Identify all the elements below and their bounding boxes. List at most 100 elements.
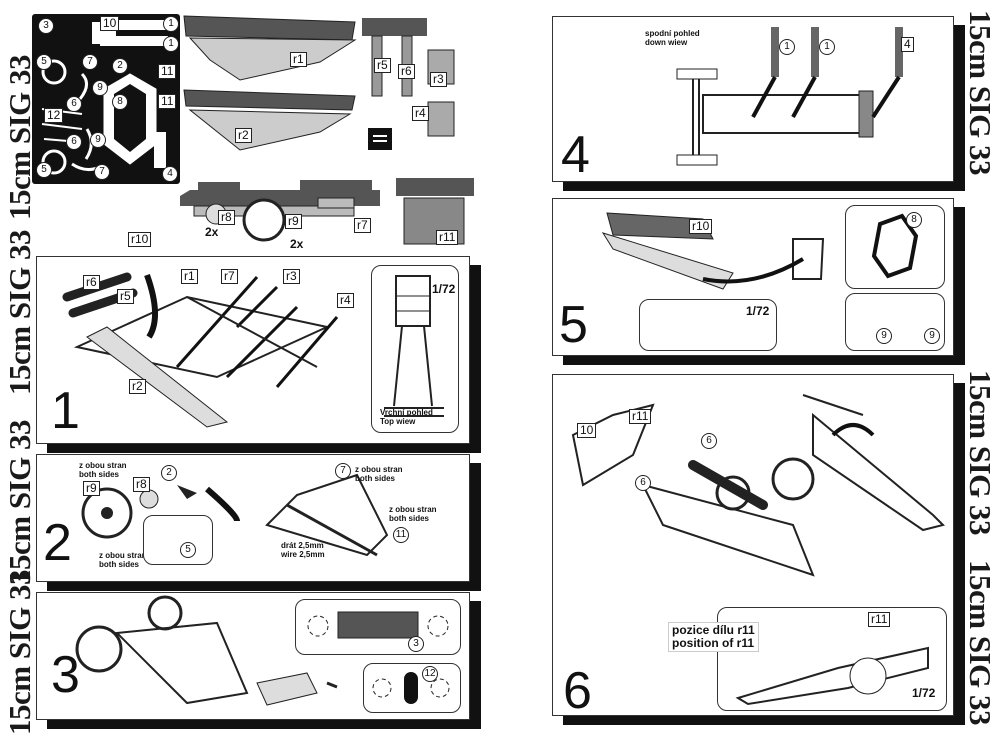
part-label-12: 12 [44, 108, 64, 123]
part-label-8: 8 [112, 94, 128, 110]
step1-r4: r4 [337, 293, 354, 308]
step6-part-6a: 6 [701, 433, 717, 449]
inset-top-drawing [307, 611, 449, 639]
side-title-left-2: 15cm SIG 33 [2, 230, 37, 395]
step1-r2: r2 [129, 379, 146, 394]
step-1-top-view-inset: 1/72 Vrchní pohled Top wiew [371, 265, 459, 433]
step5-part-9b: 9 [924, 328, 940, 344]
step-3-inset-bottom: 12 [363, 663, 461, 713]
part-label-9b: 9 [90, 132, 106, 148]
inset-r11: r11 [868, 612, 891, 627]
part-r1: r1 [290, 52, 307, 67]
step-1-panel: r6 r5 r1 r7 r3 r4 r2 1 1/72 Vrchní pohle… [36, 256, 470, 444]
step2-r8: r8 [133, 477, 150, 492]
wire-note: drát 2,5mm wire 2,5mm [281, 541, 325, 559]
part-r7: r7 [354, 218, 371, 233]
step6-r11: r11 [629, 409, 652, 424]
step-5-inset-8: 8 [845, 205, 945, 289]
step4-part-1b: 1 [819, 39, 835, 55]
part-label-11a: 11 [158, 64, 177, 79]
part-label-3: 3 [38, 18, 54, 34]
step-2-panel: r9 r8 2 7 11 z obou stran both sides z o… [36, 454, 470, 582]
step1-r7: r7 [221, 269, 238, 284]
step-2-number: 2 [43, 514, 72, 572]
side-title-left-4: 15cm SIG 33 [2, 420, 37, 585]
step-6-inset-position: r11 pozice dílu r11 position of r11 1/72 [668, 607, 947, 711]
step6-scale: 1/72 [912, 686, 936, 700]
part-r6: r6 [398, 64, 415, 79]
step6-part-10: 10 [577, 423, 597, 438]
step-3-panel: 3 3 12 [36, 592, 470, 720]
part-r9: r9 [285, 214, 302, 229]
part-label-6b: 6 [66, 134, 82, 150]
step2-r9: r9 [83, 481, 100, 496]
part-r2: r2 [235, 128, 252, 143]
step-2-inset-5: 5 [143, 515, 213, 565]
step5-part-9a: 9 [876, 328, 892, 344]
inset-8-drawing [871, 213, 919, 279]
top-view-drawing [384, 275, 444, 417]
part-label-2: 2 [112, 58, 128, 74]
step4-part-4: 4 [901, 37, 914, 52]
side-title-right: 15cm SIG 33 [963, 10, 998, 175]
step3-part-3: 3 [408, 636, 424, 652]
side-title-right-3: 15cm SIG 33 [963, 560, 998, 725]
part-label-7: 7 [82, 54, 98, 70]
step2-part-2: 2 [161, 465, 177, 481]
step2-part-11: 11 [393, 527, 409, 543]
part-label-4: 4 [162, 166, 178, 182]
step4-part-1a: 1 [779, 39, 795, 55]
top-view-label: Vrchní pohled Top wiew [380, 408, 433, 426]
step6-part-6b: 6 [635, 475, 651, 491]
step-5-inset-9: 9 9 [845, 293, 945, 351]
part-r10: r10 [128, 232, 152, 247]
step-4-drawing [676, 27, 903, 166]
top-view-scale: 1/72 [432, 282, 456, 296]
etch-fret: 3 10 1 1 5 7 2 11 9 8 12 6 11 9 6 5 7 4 [32, 14, 180, 184]
qty-r9: 2x [290, 237, 304, 251]
step-5-number: 5 [559, 296, 588, 354]
both-sides-note-3: z obou stran both sides [355, 465, 403, 483]
part-label-1b: 1 [163, 36, 179, 52]
inset-position-drawing [735, 646, 929, 706]
step-4-number: 4 [561, 126, 590, 184]
step-6-panel: 10 r11 6 6 r11 pozice dílu r11 position … [552, 374, 954, 717]
step2-part-7: 7 [335, 463, 351, 479]
both-sides-note-2: z obou stran both sides [99, 551, 147, 569]
step-3-inset-top: 3 [295, 599, 461, 655]
step-5-panel: r10 1/72 8 9 9 5 [552, 198, 954, 356]
part-label-7b: 7 [94, 164, 110, 180]
part-label-5b: 5 [36, 162, 52, 178]
part-label-6: 6 [66, 96, 82, 112]
side-title-left: 15cm SIG 33 [2, 570, 37, 735]
step-1-number: 1 [51, 382, 80, 440]
part-label-9: 9 [92, 80, 108, 96]
step1-r1: r1 [181, 269, 198, 284]
step5-scale: 1/72 [746, 304, 770, 318]
step-5-drawing [601, 212, 825, 290]
part-r8: r8 [218, 210, 235, 225]
step-3-drawing [75, 595, 338, 706]
step3-part-12: 12 [422, 666, 438, 682]
both-sides-note-1: z obou stran both sides [79, 461, 127, 479]
step5-part-8: 8 [906, 212, 922, 228]
part-label-5: 5 [36, 54, 52, 70]
step-3-number: 3 [51, 646, 80, 704]
down-view-label: spodní pohled down wiew [645, 29, 700, 47]
part-label-11b: 11 [158, 94, 177, 109]
side-title-right-2: 15cm SIG 33 [963, 370, 998, 535]
part-label-1a: 1 [163, 16, 179, 32]
step-6-drawing [571, 394, 945, 577]
part-r3: r3 [430, 72, 447, 87]
qty-r8: 2x [205, 225, 219, 239]
step-5-inset-scale: 1/72 [639, 299, 777, 351]
part-r11: r11 [436, 230, 459, 245]
position-note: pozice dílu r11 position of r11 [668, 622, 759, 652]
step-2-drawing [81, 473, 389, 557]
inset-bottom-drawing [372, 672, 450, 704]
both-sides-note-4: z obou stran both sides [389, 505, 437, 523]
step2-part-5: 5 [180, 542, 196, 558]
step-4-panel: spodní pohled down wiew 1 1 4 4 [552, 16, 954, 182]
step1-r3: r3 [283, 269, 300, 284]
step1-r6: r6 [83, 275, 100, 290]
